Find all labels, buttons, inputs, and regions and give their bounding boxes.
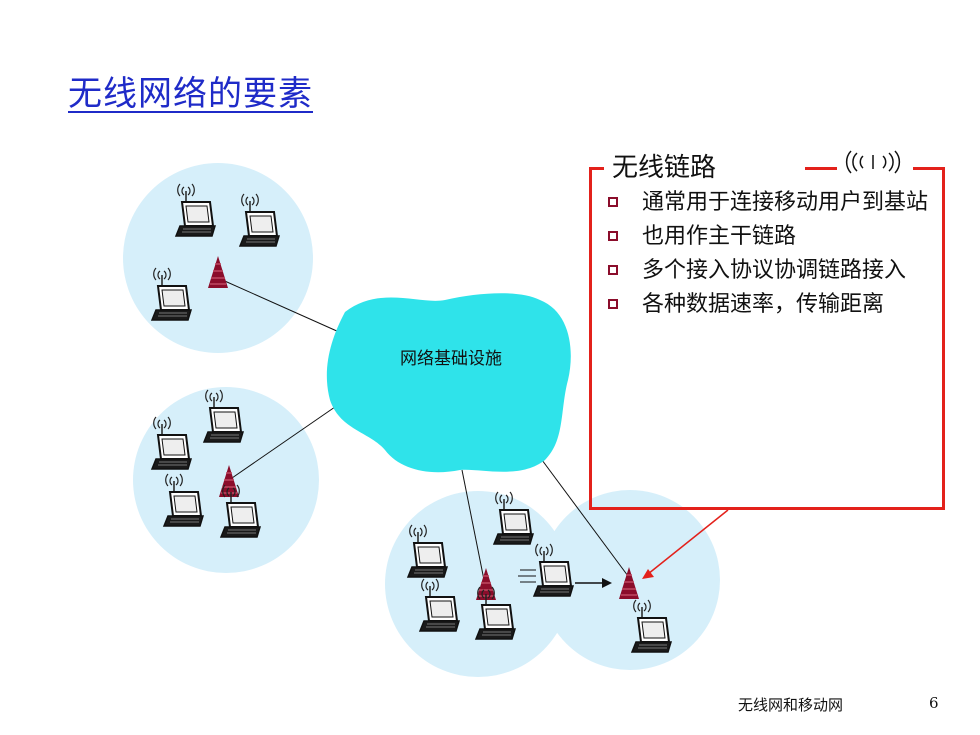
bullet-text: 多个接入协议协调链路接入 (642, 258, 907, 283)
slide-title: 无线网络的要素 (68, 74, 313, 114)
link-cell3-cloud (461, 469, 485, 581)
callout-heading: 无线链路 (612, 153, 717, 183)
callout-pointer (647, 509, 729, 575)
link-cell2-cloud (231, 397, 349, 479)
page-number: 6 (929, 694, 939, 712)
arrowhead-icon (602, 578, 612, 588)
network-label: 网络基础设施 (400, 349, 502, 369)
bullet-text: 也用作主干链路 (642, 224, 797, 249)
callout-bullet-list: 通常用于连接移动用户到基站 也用作主干链路 多个接入协议协调链路接入 各种数据速… (606, 191, 932, 327)
link-cell1-cloud (217, 277, 349, 337)
list-item: 多个接入协议协调链路接入 (606, 259, 932, 282)
bullet-text: 各种数据速率，传输距离 (642, 292, 885, 317)
list-item: 各种数据速率，传输距离 (606, 293, 932, 316)
bullet-square-icon (608, 231, 618, 241)
wireless-wave-icon (837, 147, 913, 177)
bullet-text: 通常用于连接移动用户到基站 (642, 190, 929, 215)
list-item: 通常用于连接移动用户到基站 (606, 191, 932, 214)
wireless-link-callout: 无线链路 通常用于连接移动用户到基站 也用作主干链路 多个接入协议协调链路接入 … (589, 147, 945, 510)
link-cell4-cloud (541, 459, 629, 577)
callout-pointer-head (642, 569, 654, 579)
bullet-square-icon (608, 265, 618, 275)
bullet-square-icon (608, 299, 618, 309)
footer-text: 无线网和移动网 (738, 696, 844, 714)
motion-lines-icon (518, 569, 536, 583)
bullet-square-icon (608, 197, 618, 207)
list-item: 也用作主干链路 (606, 225, 932, 248)
network-cloud (326, 293, 571, 473)
callout-top-edge (592, 167, 604, 170)
